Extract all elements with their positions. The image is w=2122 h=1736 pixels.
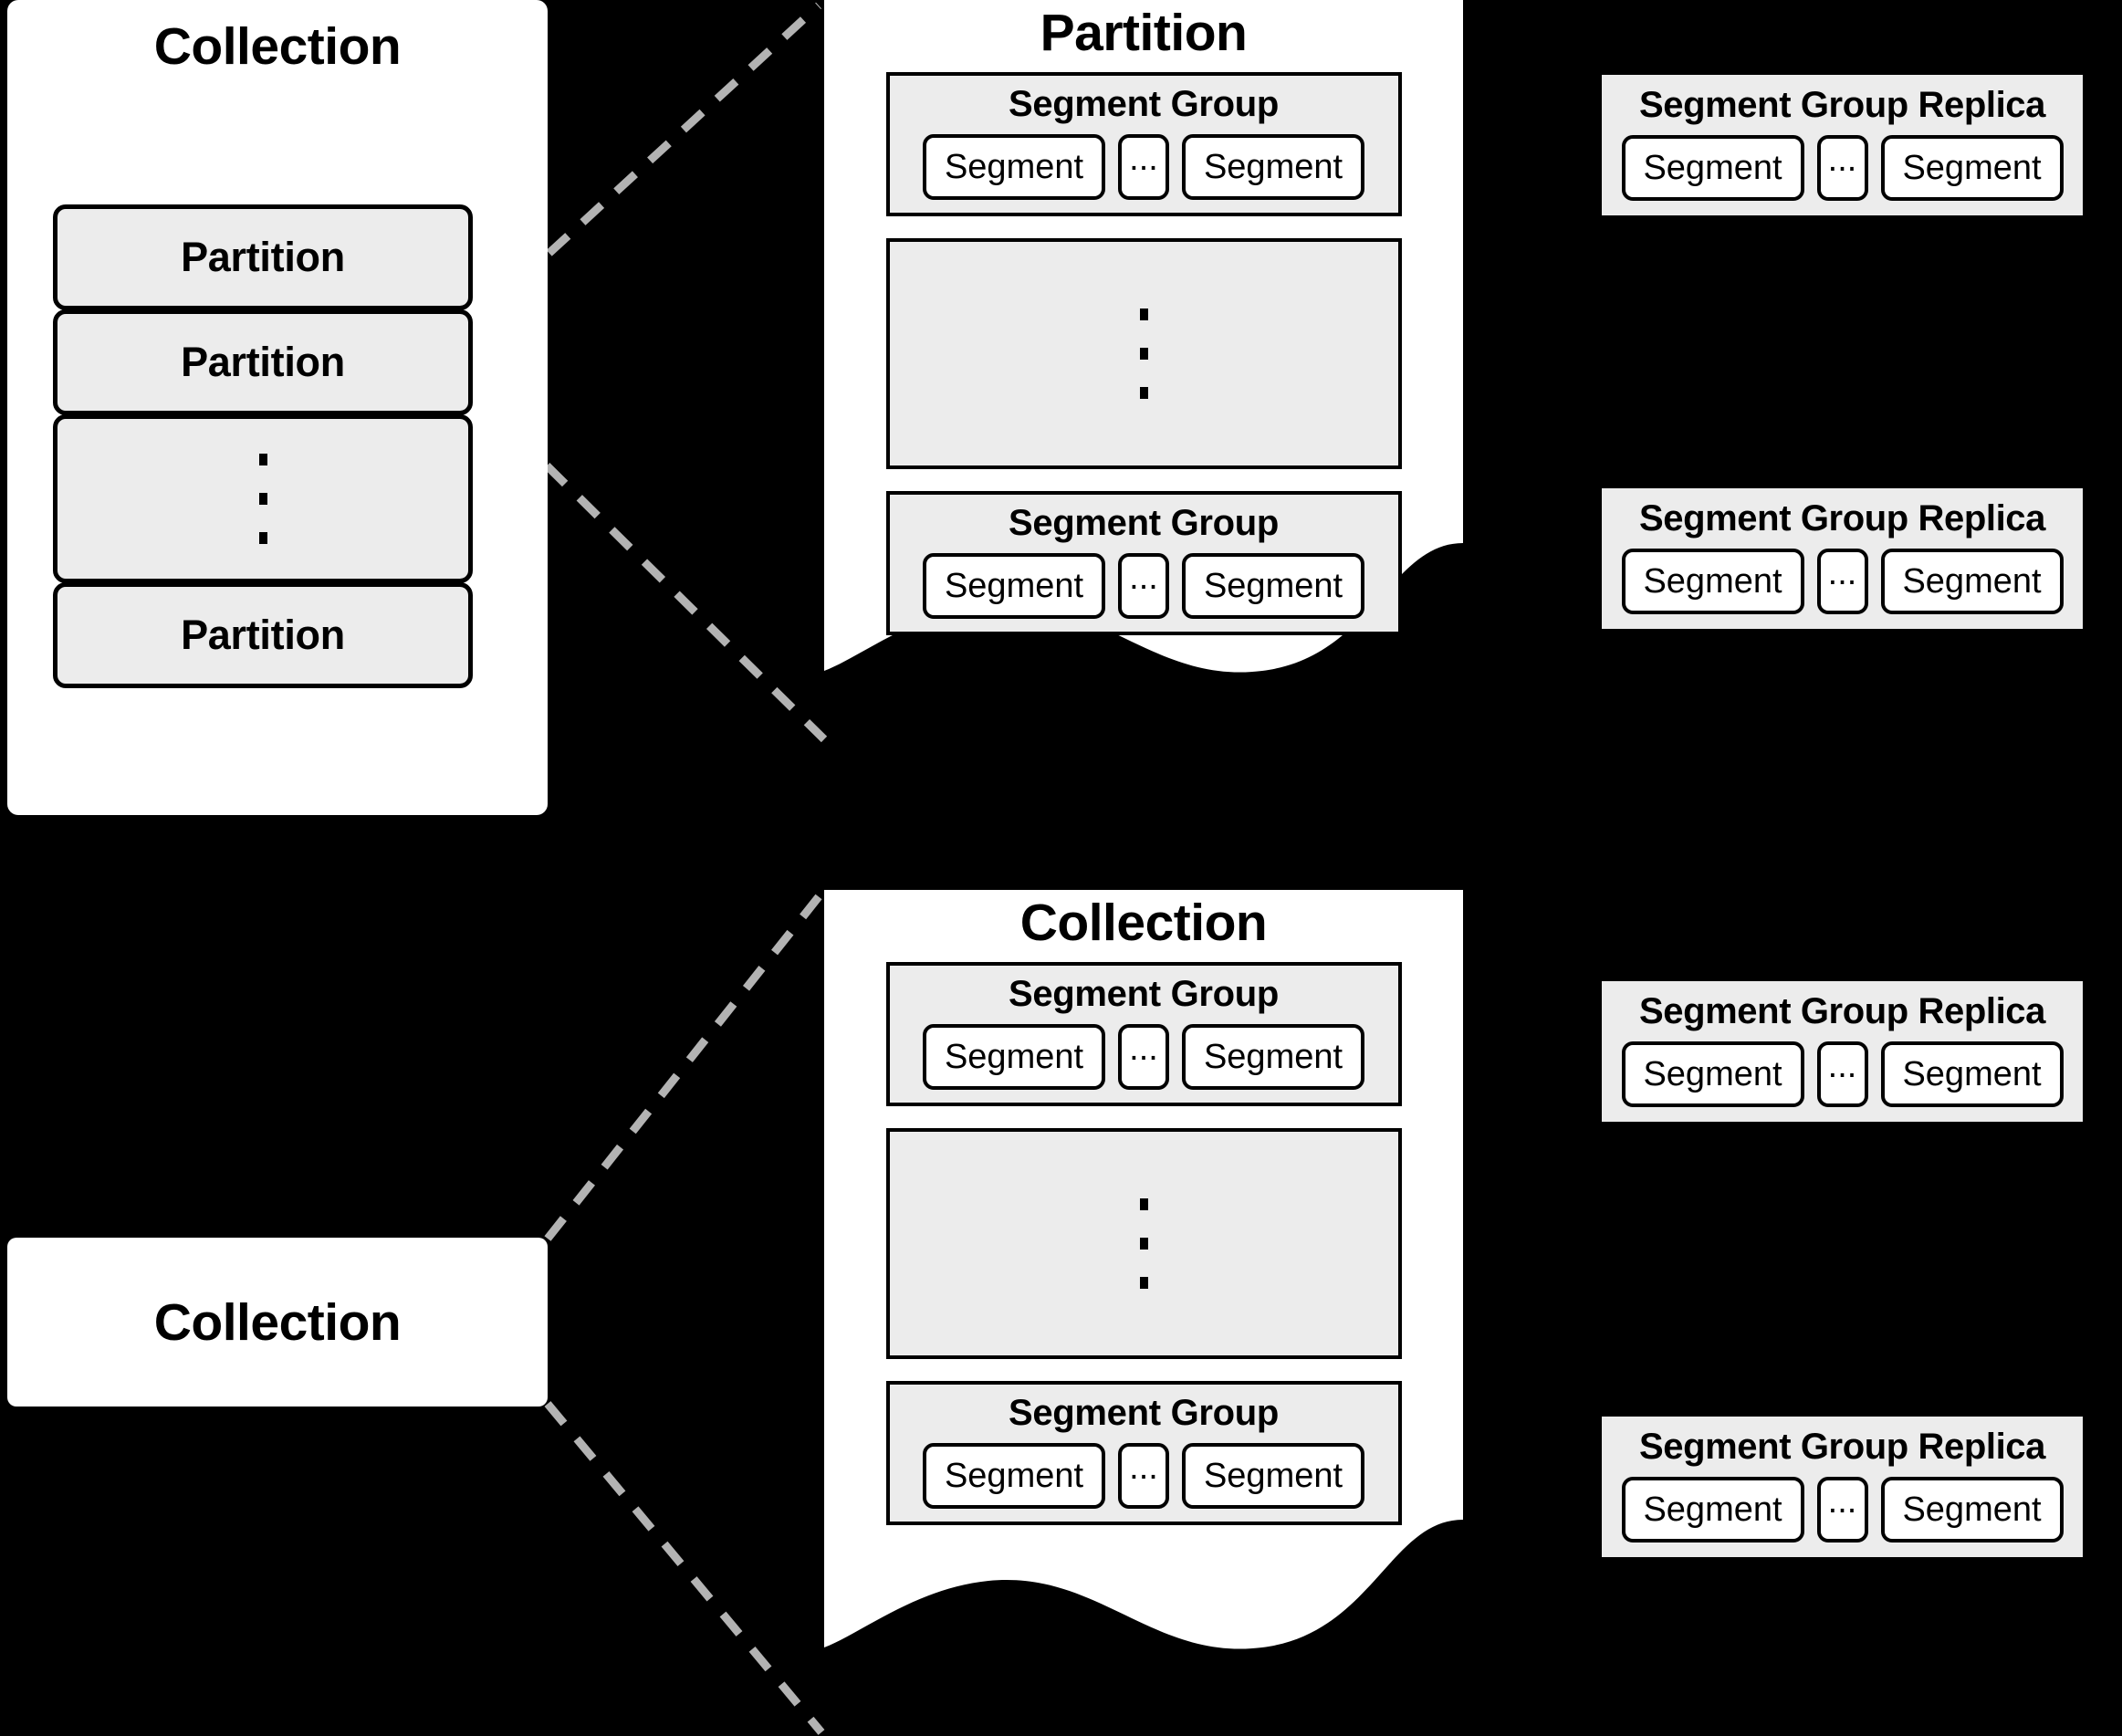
segment-row: Segment ... Segment: [1602, 1477, 2083, 1543]
vertical-ellipsis-icon: [1139, 242, 1148, 465]
segment-ellipsis: ...: [1816, 1477, 1868, 1543]
segment-group-ellipsis-box: [885, 1128, 1402, 1359]
partition-detail-panel: Partition Segment Group Segment ... Segm…: [824, 0, 1463, 826]
segment-row: Segment ... Segment: [1602, 135, 2083, 201]
collection-panel-content: Collection Segment Group Segment ... Seg…: [824, 890, 1463, 1525]
segment-ellipsis: ...: [1816, 135, 1868, 201]
partition-panel-title: Partition: [1040, 4, 1248, 62]
segment-box[interactable]: Segment: [1621, 135, 1804, 201]
segment-group-replica-title: Segment Group Replica: [1638, 991, 2046, 1031]
segment-ellipsis: ...: [1118, 1443, 1169, 1509]
segment-group[interactable]: Segment Group Segment ... Segment: [885, 72, 1402, 216]
segment-box[interactable]: Segment: [1880, 1041, 2064, 1107]
segment-group-replica-title: Segment Group Replica: [1638, 85, 2046, 125]
segment-group[interactable]: Segment Group Segment ... Segment: [885, 491, 1402, 635]
segment-row: Segment ... Segment: [890, 134, 1398, 200]
segment-group-title: Segment Group: [1008, 84, 1280, 124]
segment-row: Segment ... Segment: [890, 553, 1398, 619]
collection-detail-panel: Collection Segment Group Segment ... Seg…: [824, 890, 1463, 1736]
segment-group-replica-title: Segment Group Replica: [1638, 1427, 2046, 1467]
segment-group-title: Segment Group: [1008, 974, 1280, 1014]
segment-group-replica[interactable]: Segment Group Replica Segment ... Segmen…: [1602, 981, 2083, 1122]
segment-ellipsis: ...: [1816, 549, 1868, 614]
segment-group-replica[interactable]: Segment Group Replica Segment ... Segmen…: [1602, 488, 2083, 629]
collection-panel-title: Collection: [1019, 894, 1268, 952]
segment-group-title: Segment Group: [1008, 503, 1280, 543]
partition-item[interactable]: Partition: [53, 309, 473, 415]
segment-row: Segment ... Segment: [1602, 1041, 2083, 1107]
segment-box[interactable]: Segment: [1880, 549, 2064, 614]
segment-ellipsis: ...: [1118, 1024, 1169, 1090]
collection-container: Collection Partition Partition Partition: [7, 0, 548, 815]
collection-label-box-title: Collection: [153, 1292, 402, 1352]
partition-item[interactable]: Partition: [53, 582, 473, 688]
collection-label-box: Collection: [7, 1238, 548, 1407]
segment-box[interactable]: Segment: [1621, 549, 1804, 614]
segment-group-ellipsis-box: [885, 238, 1402, 469]
partition-item[interactable]: Partition: [53, 204, 473, 310]
segment-ellipsis: ...: [1118, 553, 1169, 619]
segment-row: Segment ... Segment: [1602, 549, 2083, 614]
connector-collection-top: [544, 892, 824, 1241]
segment-group-replica-title: Segment Group Replica: [1638, 498, 2046, 539]
segment-box[interactable]: Segment: [923, 553, 1105, 619]
segment-box[interactable]: Segment: [923, 1024, 1105, 1090]
segment-box[interactable]: Segment: [923, 1443, 1105, 1509]
segment-ellipsis: ...: [1816, 1041, 1868, 1107]
segment-box[interactable]: Segment: [1182, 134, 1364, 200]
segment-group[interactable]: Segment Group Segment ... Segment: [885, 962, 1402, 1106]
segment-group[interactable]: Segment Group Segment ... Segment: [885, 1381, 1402, 1525]
segment-group-replica[interactable]: Segment Group Replica Segment ... Segmen…: [1602, 75, 2083, 215]
partition-stack: Partition Partition Partition: [53, 204, 473, 688]
segment-box[interactable]: Segment: [1621, 1477, 1804, 1543]
segment-box[interactable]: Segment: [1880, 135, 2064, 201]
partition-panel-content: Partition Segment Group Segment ... Segm…: [824, 0, 1463, 635]
vertical-ellipsis-icon: [258, 419, 267, 579]
segment-box[interactable]: Segment: [1621, 1041, 1804, 1107]
segment-group-title: Segment Group: [1008, 1393, 1280, 1433]
segment-box[interactable]: Segment: [1182, 1024, 1364, 1090]
segment-box[interactable]: Segment: [1880, 1477, 2064, 1543]
segment-box[interactable]: Segment: [1182, 1443, 1364, 1509]
segment-row: Segment ... Segment: [890, 1024, 1398, 1090]
segment-box[interactable]: Segment: [923, 134, 1105, 200]
collection-container-title: Collection: [153, 17, 402, 76]
segment-row: Segment ... Segment: [890, 1443, 1398, 1509]
segment-ellipsis: ...: [1118, 134, 1169, 200]
vertical-ellipsis-icon: [1139, 1132, 1148, 1355]
segment-box[interactable]: Segment: [1182, 553, 1364, 619]
segment-group-replica[interactable]: Segment Group Replica Segment ... Segmen…: [1602, 1417, 2083, 1557]
partition-ellipsis: [53, 414, 473, 583]
connector-collection-bottom: [544, 1401, 825, 1735]
